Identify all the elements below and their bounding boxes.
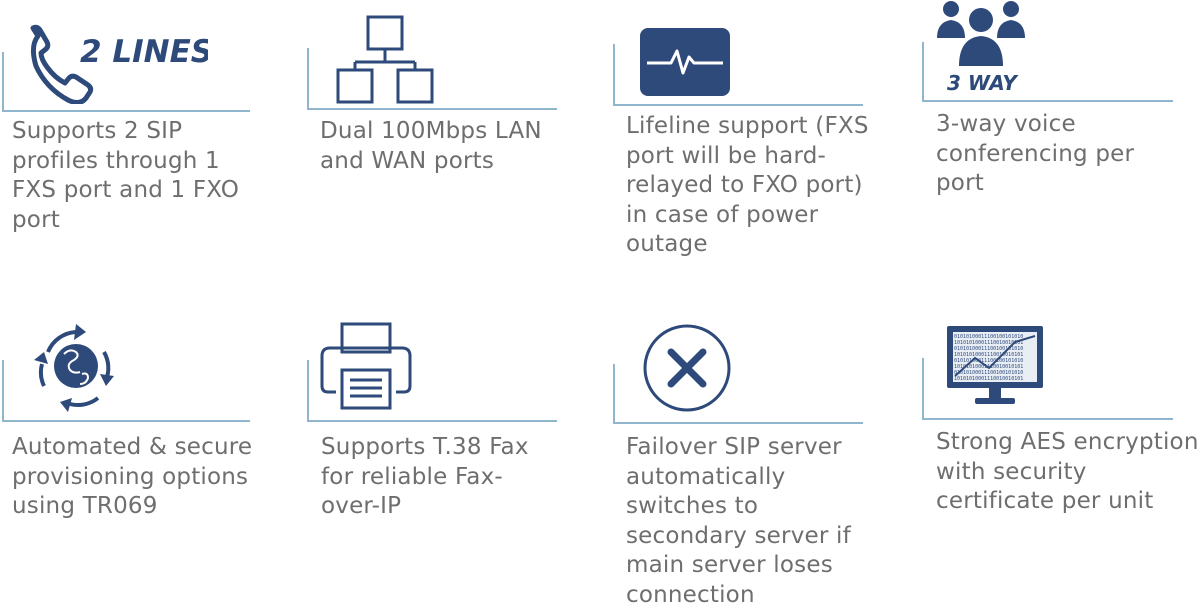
fax-printer-icon — [320, 322, 412, 412]
feature-text: Dual 100Mbps LAN and WAN ports — [320, 118, 542, 174]
group-icon: 3 WAY — [935, 0, 1035, 100]
feature-text: Supports 2 SIP profiles through 1 FXS po… — [12, 118, 240, 233]
svg-text:10101010001110010010101: 10101010001110010010101 — [954, 352, 1023, 358]
svg-text:10101010001110010010101: 10101010001110010010101 — [954, 376, 1023, 382]
feature-text: Automated & secure provisioning options … — [12, 434, 253, 519]
svg-text:01010100011100100101010: 01010100011100100101010 — [954, 370, 1023, 376]
feature-text: Failover SIP server automatically switch… — [626, 434, 851, 608]
phone-icon: 2 LINES — [28, 24, 208, 104]
feature-text: 3-way voice conferencing per port — [936, 111, 1135, 196]
globe-sync-icon — [28, 320, 124, 416]
feature-text: Lifeline support (FXS port will be hard-… — [626, 113, 869, 257]
three-way-label: 3 WAY — [947, 71, 1019, 95]
encrypted-monitor-icon: 01010100011100100101010 1010101000111001… — [945, 324, 1045, 410]
two-lines-label: 2 LINES — [80, 34, 208, 70]
close-circle-icon — [641, 322, 733, 414]
svg-text:10101010001110010010101: 10101010001110010010101 — [954, 340, 1023, 346]
svg-text:01010100011100100101010: 01010100011100100101010 — [954, 346, 1023, 352]
svg-text:01010100011100100101010: 01010100011100100101010 — [954, 334, 1023, 340]
svg-text:01010100011100100101010: 01010100011100100101010 — [954, 358, 1023, 364]
heartbeat-monitor-icon — [639, 27, 731, 97]
feature-text: Strong AES encryption with security cert… — [936, 429, 1199, 514]
network-icon — [333, 14, 437, 106]
feature-text: Supports T.38 Fax for reliable Fax- over… — [321, 434, 529, 519]
